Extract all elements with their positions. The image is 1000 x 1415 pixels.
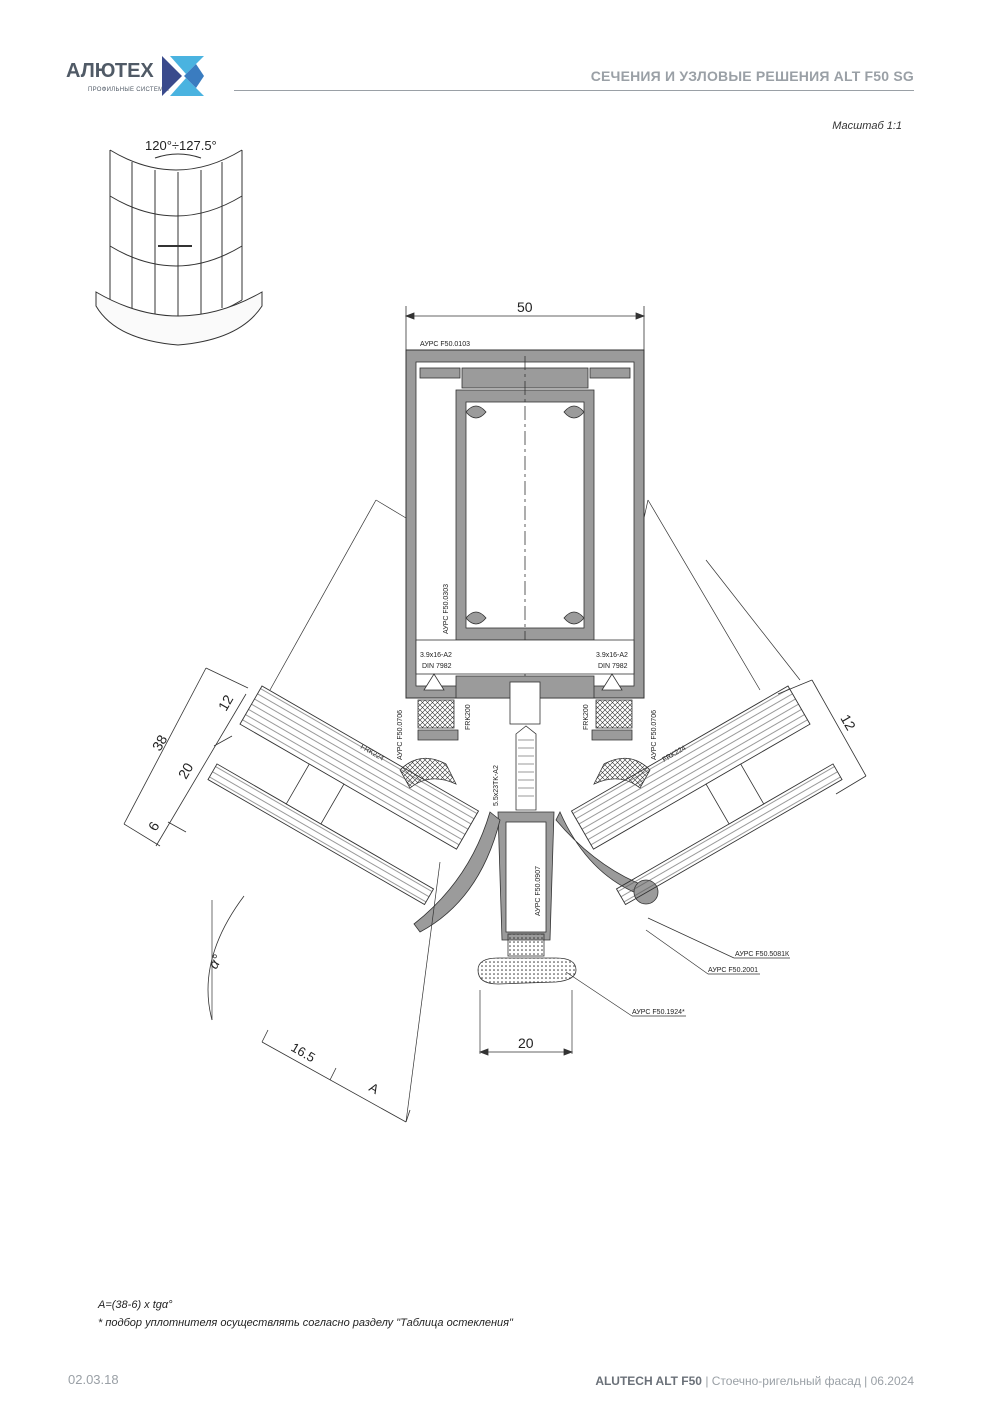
page-title: СЕЧЕНИЯ И УЗЛОВЫЕ РЕШЕНИЯ ALT F50 SG [590, 68, 914, 84]
technical-drawing: 120°÷127.5° 50 АУРС F50.0103 АУРС F50.03… [95, 138, 867, 1123]
header-divider [234, 90, 914, 91]
footer-description: | Стоечно-ригельный фасад | 06.2024 [701, 1374, 914, 1388]
left-glazing [207, 685, 480, 906]
label-frk200-right: FRK200 [583, 704, 590, 730]
right-glazing [570, 685, 843, 906]
drawing-notes: A=(38-6) x tgα° * подбор уплотнителя осу… [98, 1296, 513, 1332]
alpha-angle-arc [207, 895, 245, 1021]
page-header: АЛЮТЕХ ПРОФИЛЬНЫЕ СИСТЕМЫ СЕЧЕНИЯ И УЗЛО… [0, 0, 1000, 100]
label-0103: АУРС F50.0103 [420, 341, 470, 348]
label-frk200-left: FRK200 [465, 704, 472, 730]
footer-date: 02.03.18 [68, 1372, 119, 1387]
footer-brand: ALUTECH ALT F50 [595, 1374, 702, 1388]
dim-38-text: 38 [149, 732, 171, 754]
dim-50-text: 50 [517, 299, 533, 315]
logo-subtitle: ПРОФИЛЬНЫЕ СИСТЕМЫ [88, 87, 170, 93]
dimension-165-a [261, 1029, 411, 1123]
dimension-20-bottom [478, 1048, 574, 1056]
label-din-left: DIN 7982 [422, 663, 452, 670]
label-2001: АУРС F50.2001 [708, 967, 758, 974]
dim-12-left-text: 12 [215, 692, 237, 714]
company-logo: АЛЮТЕХ ПРОФИЛЬНЫЕ СИСТЕМЫ [66, 56, 216, 96]
construction-lines [211, 499, 801, 1123]
leader-lines [565, 917, 790, 1017]
label-0303: АУРС F50.0303 [443, 584, 450, 634]
dim-20-left-text: 20 [175, 760, 197, 782]
label-din-right: DIN 7982 [598, 663, 628, 670]
dimension-12-right [777, 679, 867, 795]
label-1924: АУРС F50.1924* [632, 1009, 685, 1016]
dim-6-text: 6 [145, 819, 163, 834]
facade-sketch [95, 149, 263, 346]
label-0706-right: АУРС F50.0706 [651, 710, 658, 760]
label-5081: АУРС F50.5081К [735, 951, 790, 958]
dim-20-bottom-text: 20 [518, 1035, 534, 1051]
footer-info: ALUTECH ALT F50 | Стоечно-ригельный фаса… [595, 1374, 914, 1388]
logo-mark-icon [162, 56, 204, 96]
note-gasket: * подбор уплотнителя осуществлять соглас… [98, 1317, 513, 1329]
logo-text: АЛЮТЕХ [66, 60, 154, 82]
angle-range-label: 120°÷127.5° [145, 138, 217, 153]
label-screw-left: 3.9x16-A2 [420, 652, 452, 659]
note-formula: A=(38-6) x tgα° [98, 1299, 173, 1311]
scale-label: Масштаб 1:1 [832, 120, 902, 132]
label-center-screw: 5.5x23TK-A2 [493, 765, 500, 806]
dim-a-text: A [367, 1080, 382, 1097]
dimension-chain-left [123, 667, 249, 847]
mullion-profile [405, 349, 645, 725]
alpha-label: α° [205, 951, 226, 971]
label-0706-left: АУРС F50.0706 [397, 710, 404, 760]
dim-12-right-text: 12 [837, 712, 859, 734]
label-0907: АУРС F50.0907 [535, 866, 542, 916]
dim-165-text: 16.5 [289, 1040, 318, 1066]
label-screw-right: 3.9x16-A2 [596, 652, 628, 659]
dimension-50 [404, 306, 646, 352]
